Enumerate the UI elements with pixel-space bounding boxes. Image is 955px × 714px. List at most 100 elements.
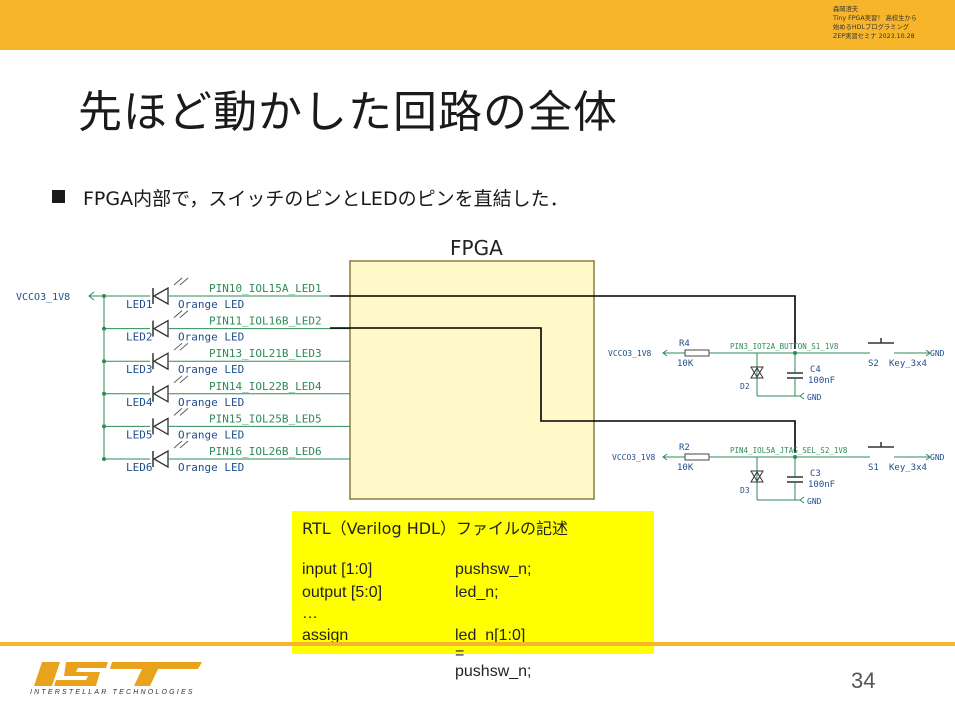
led-light-arrow-icon: [179, 408, 189, 416]
led-row: LED5 Orange LED PIN15_IOL25B_LED5: [102, 408, 350, 441]
rtl-line: input [1:0] pushsw_n;: [302, 561, 532, 579]
switch-value: Key_3x4: [889, 359, 927, 369]
switch-ref: S2: [868, 359, 879, 369]
rtl-decl: input [1:0]: [302, 561, 373, 578]
gnd-label: GND: [807, 393, 822, 402]
resistor-value: 10K: [677, 463, 694, 473]
switch-vcc-label: VCCO3_1V8: [612, 453, 656, 462]
led-value: Orange LED: [178, 428, 244, 441]
tvs-diode-icon: [750, 367, 764, 379]
led-value: Orange LED: [178, 298, 244, 311]
resistor-icon: [684, 349, 710, 357]
bullet-marker: [52, 190, 65, 203]
led-ref: LED3: [126, 363, 153, 376]
switch-value: Key_3x4: [889, 463, 927, 473]
rtl-signal: pushsw_n;: [455, 561, 532, 578]
rtl-signal: led_n[1:0] = pushsw_n;: [455, 627, 532, 680]
led-value: Orange LED: [178, 461, 244, 474]
capacitor-ref: C3: [810, 469, 821, 479]
led-net-label: PIN11_IOL16B_LED2: [209, 315, 322, 328]
led-light-arrow-icon: [179, 342, 189, 351]
led-light-arrow-icon: [173, 342, 183, 351]
resistor-ref: R2: [679, 443, 690, 453]
header-note-line: Tiny FPGA実習！ 高校生から: [833, 15, 918, 22]
tvs-diode-icon: [750, 470, 764, 482]
led-net-label: PIN10_IOL15A_LED1: [209, 282, 322, 295]
rtl-signal: led_n;: [455, 584, 499, 601]
page-number: 34: [851, 668, 876, 693]
diode-ref: D3: [740, 486, 750, 495]
switch-vcc-label: VCCO3_1V8: [608, 349, 652, 358]
vcc-left-label: VCCO3_1V8: [16, 292, 70, 303]
rtl-title: RTL（Verilog HDL）ファイルの記述: [302, 519, 568, 538]
led-diode-icon: [152, 449, 169, 469]
gnd-label: GND: [807, 497, 822, 506]
switch-block: VCCO3_1V8 R4 10K PIN3_IOT2A_BUTTON_S1_1V8D2…: [608, 338, 945, 402]
led-net-label: PIN15_IOL25B_LED5: [209, 412, 322, 425]
rtl-box: RTL（Verilog HDL）ファイルの記述 input [1:0] push…: [292, 511, 654, 680]
header-bar: [0, 0, 955, 50]
rtl-line: output [5:0] led_n;: [302, 584, 499, 602]
led-diode-icon: [152, 319, 169, 338]
led-row: LED1 Orange LED PIN10_IOL15A_LED1: [102, 277, 350, 311]
junction-dot: [793, 455, 797, 459]
switch-block: VCCO3_1V8 R2 10K PIN4_IOL5A_JTAG_SEL_S2_1V8…: [612, 442, 945, 506]
led-row: LED2 Orange LED PIN11_IOL16B_LED2: [102, 310, 350, 344]
led-light-arrow-icon: [173, 310, 183, 318]
led-net-label: PIN16_IOL26B_LED6: [209, 445, 322, 458]
logo-tagline: INTERSTELLAR TECHNOLOGIES: [30, 689, 195, 696]
led-row: LED6 Orange LED PIN16_IOL26B_LED6: [102, 440, 350, 474]
led-light-arrow-icon: [173, 408, 183, 416]
gnd-arrow-icon: [799, 392, 805, 400]
resistor-icon: [684, 453, 710, 461]
vcc-left-arrow: [88, 291, 104, 301]
led-ref: LED4: [126, 396, 153, 409]
led-diode-icon: [152, 417, 169, 436]
led-ref: LED2: [126, 331, 153, 344]
led-light-arrow-icon: [179, 440, 189, 449]
tvs-diode-icon: [750, 366, 764, 378]
led-light-arrow-icon: [179, 277, 189, 286]
led-ref: LED6: [126, 461, 153, 474]
slide-title: 先ほど動かした回路の全体: [78, 87, 618, 138]
led-value: Orange LED: [178, 363, 244, 376]
fpga-label: FPGA: [450, 236, 503, 260]
resistor-value: 10K: [677, 359, 694, 369]
rtl-decl: output [5:0]: [302, 584, 383, 601]
led-ref: LED5: [126, 428, 153, 441]
junction-dot: [793, 351, 797, 355]
led-value: Orange LED: [178, 331, 244, 344]
wire-led1-sw1: [330, 295, 796, 349]
led-diode-icon: [152, 286, 169, 306]
switch-net-label: PIN3_IOT2A_BUTTON_S1_1V8: [730, 342, 839, 351]
gnd-arrow-icon: [925, 349, 931, 357]
rtl-line: assign led_n[1:0] = pushsw_n;: [302, 627, 532, 680]
led-light-arrow-icon: [173, 440, 183, 449]
header-note-line: 森岡澄夫: [833, 6, 859, 13]
switch-gnd-label: GND: [930, 349, 945, 358]
header-note-line: 始めるHDLプログラミング: [833, 24, 910, 31]
rtl-ellipsis: …: [302, 605, 318, 622]
switch-gnd-label: GND: [930, 453, 945, 462]
resistor-ref: R4: [679, 339, 690, 349]
wire-led2-sw2: [330, 327, 796, 453]
led-ref: LED1: [126, 298, 153, 311]
capacitor-value: 100nF: [808, 376, 835, 386]
switch-net-label: PIN4_IOL5A_JTAG_SEL_S2_1V8: [730, 446, 848, 455]
led-light-arrow-icon: [179, 310, 189, 318]
footer-line: [0, 642, 955, 646]
diode-ref: D2: [740, 382, 750, 391]
fpga-block: [349, 260, 595, 500]
gnd-arrow-icon: [925, 453, 931, 461]
gnd-arrow-icon: [799, 496, 805, 504]
capacitor-ref: C4: [810, 365, 821, 375]
header-note: 森岡澄夫 Tiny FPGA実習！ 高校生から 始めるHDLプログラミング ZE…: [833, 5, 917, 41]
capacitor-value: 100nF: [808, 480, 835, 490]
rtl-line: …: [302, 605, 318, 623]
led-diode-icon: [152, 352, 169, 371]
led-light-arrow-icon: [179, 375, 189, 384]
tvs-diode-icon: [750, 471, 764, 483]
